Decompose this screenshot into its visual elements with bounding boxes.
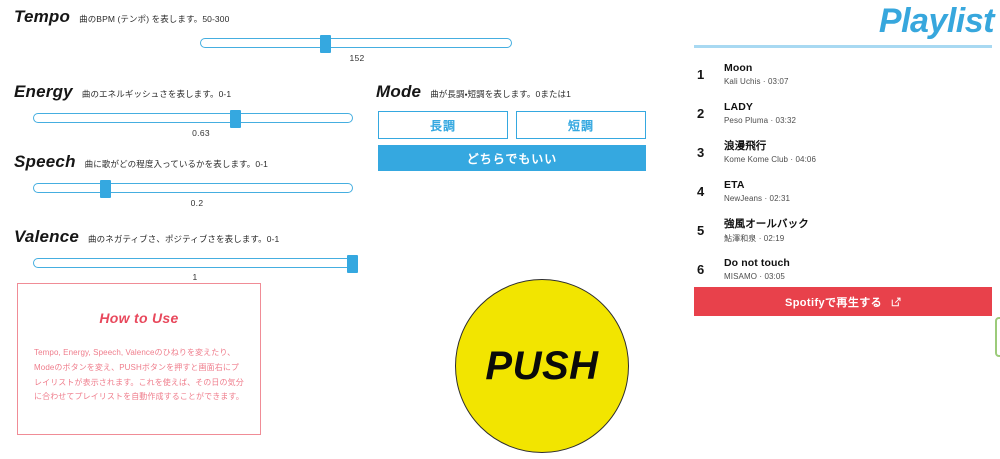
valence-title: Valence: [14, 227, 80, 246]
speech-title: Speech: [14, 152, 76, 171]
mode-button-group: 長調 短調: [378, 111, 646, 139]
track-info: 強風オールバック鮎澤和泉 · 02:19: [724, 217, 1000, 244]
playlist-track-item[interactable]: 5 強風オールバック鮎澤和泉 · 02:19: [694, 217, 1000, 251]
track-number: 4: [697, 184, 705, 199]
track-number: 1: [697, 67, 705, 82]
valence-header: Valence 曲のネガティブさ、ポジティブさを表します。0-1: [14, 227, 279, 247]
track-name: 浪漫飛行: [724, 140, 767, 152]
tempo-slider-thumb[interactable]: [320, 35, 331, 53]
controls-panel: Tempo 曲のBPM (テンポ) を表します。50-300 152 Energ…: [14, 7, 646, 453]
track-name: 強風オールバック: [724, 218, 809, 230]
mode-title: Mode: [376, 82, 422, 101]
valence-description: 曲のネガティブさ、ポジティブさを表します。0-1: [88, 234, 280, 244]
playlist-track-item[interactable]: 3 浪漫飛行 Kome Kome Club · 04:06: [694, 139, 1000, 173]
mode-any-button[interactable]: どちらでもいい: [378, 145, 646, 171]
valence-value: 1: [192, 272, 198, 282]
tempo-value: 152: [349, 53, 365, 63]
track-name: LADY: [724, 101, 753, 113]
how-to-use-title: How to Use: [99, 310, 179, 326]
track-meta: MISAMO · 03:05: [724, 272, 785, 282]
edge-panel: [995, 317, 1000, 357]
track-number: 5: [697, 223, 705, 238]
valence-slider[interactable]: [33, 255, 358, 273]
speech-value: 0.2: [190, 198, 204, 208]
energy-slider[interactable]: [33, 110, 353, 128]
track-info: LADY Peso Pluma · 03:32: [724, 100, 1000, 125]
push-button-label: PUSH: [485, 343, 599, 388]
track-meta: Peso Pluma · 03:32: [724, 116, 797, 126]
valence-slider-thumb[interactable]: [347, 255, 358, 273]
energy-value: 0.63: [192, 128, 210, 138]
speech-header: Speech 曲に歌がどの程度入っているかを表します。0-1: [14, 152, 268, 172]
tempo-description: 曲のBPM (テンポ) を表します。50-300: [79, 14, 230, 24]
tempo-header: Tempo 曲のBPM (テンポ) を表します。50-300: [14, 7, 229, 27]
track-number: 2: [697, 106, 705, 121]
track-info: 浪漫飛行 Kome Kome Club · 04:06: [724, 139, 1000, 164]
how-to-use-box: How to Use Tempo, Energy, Speech, Valenc…: [17, 283, 261, 435]
spotify-play-button[interactable]: Spotifyで再生する: [694, 287, 992, 316]
playlist-title: Playlist: [878, 2, 995, 40]
speech-description: 曲に歌がどの程度入っているかを表します。0-1: [84, 159, 268, 169]
speech-slider-thumb[interactable]: [100, 180, 111, 198]
energy-header: Energy 曲のエネルギッシュさを表します。0-1: [14, 82, 231, 102]
track-name: Do not touch: [724, 257, 790, 269]
mode-minor-button[interactable]: 短調: [516, 111, 646, 139]
how-to-use-body: Tempo, Energy, Speech, Valenceのひねりを変えたり、…: [34, 348, 244, 402]
track-info: ETA NewJeans · 02:31: [724, 178, 1000, 203]
track-name: ETA: [724, 179, 745, 191]
external-link-icon: [891, 297, 901, 307]
track-number: 3: [697, 145, 705, 160]
push-button[interactable]: PUSH: [455, 279, 629, 453]
mode-major-button[interactable]: 長調: [378, 111, 508, 139]
track-meta: NewJeans · 02:31: [724, 194, 791, 204]
track-meta: Kome Kome Club · 04:06: [724, 155, 817, 165]
playlist-track-item[interactable]: 2 LADY Peso Pluma · 03:32: [694, 100, 1000, 134]
mode-header: Mode 曲が長調・短調を表します。0または1: [376, 82, 571, 102]
energy-slider-thumb[interactable]: [230, 110, 241, 128]
spotify-play-label: Spotifyで再生する: [784, 296, 883, 309]
energy-title: Energy: [14, 82, 73, 101]
track-number: 6: [697, 262, 705, 277]
energy-description: 曲のエネルギッシュさを表します。0-1: [81, 89, 232, 99]
mode-description: 曲が長調・短調を表します。0または1: [430, 89, 571, 99]
track-meta: 鮎澤和泉 · 02:19: [724, 234, 785, 244]
playlist-divider: [694, 45, 992, 48]
speech-slider[interactable]: [33, 180, 353, 198]
playlist-track-item[interactable]: 4 ETA NewJeans · 02:31: [694, 178, 1000, 212]
tempo-slider[interactable]: [200, 35, 512, 53]
track-meta: Kali Uchis · 03:07: [724, 77, 789, 87]
track-name: Moon: [724, 62, 753, 74]
tempo-title: Tempo: [14, 7, 71, 26]
